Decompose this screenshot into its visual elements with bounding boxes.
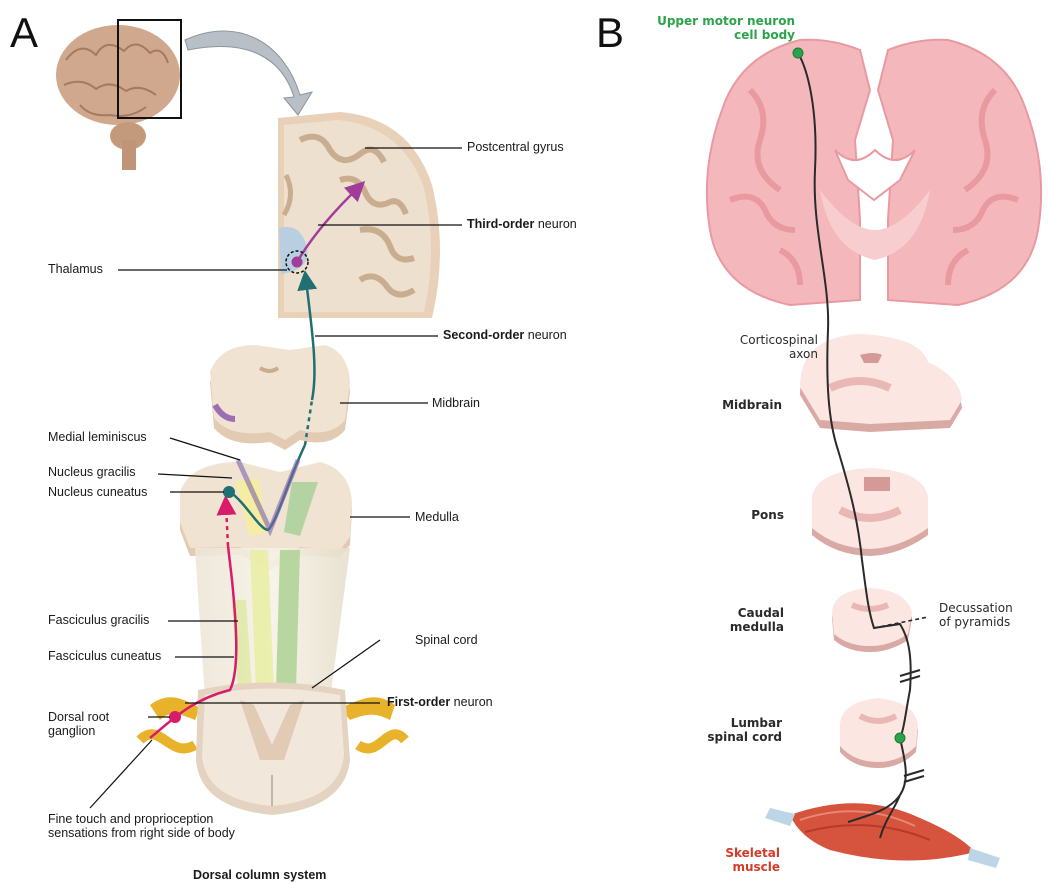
label-decussation-line1: Decussation (939, 601, 1013, 615)
thalamus-dot (292, 257, 303, 268)
panel-b-letter: B (596, 12, 624, 54)
label-medial-lemniscus: Medial leminiscus (48, 430, 147, 444)
label-nucleus-gracilis: Nucleus gracilis (48, 465, 136, 479)
label-dorsal-root-line1: Dorsal root (48, 710, 109, 724)
label-second-order-neuron: Second-order neuron (443, 328, 567, 342)
label-corticospinal-line1: Corticospinal (740, 333, 818, 347)
nucleus-cuneatus-dot (223, 486, 235, 498)
label-third-order-bold: Third-order (467, 217, 534, 231)
pons-section-b (812, 468, 928, 556)
label-pons: Pons (751, 508, 784, 522)
label-skeletal-line2: muscle (732, 860, 780, 874)
label-lumbar-line1: Lumbar (731, 716, 782, 730)
label-caudal-line2: medulla (730, 620, 784, 634)
spinal-cord-section (140, 683, 405, 816)
label-skeletal-line1: Skeletal (725, 846, 780, 860)
label-third-order-neuron: Third-order neuron (467, 217, 577, 231)
lower-motor-neuron-dot (895, 733, 905, 743)
label-lumbar-line2: spinal cord (707, 730, 782, 744)
label-postcentral-gyrus: Postcentral gyrus (467, 140, 564, 154)
panel-a-letter: A (10, 12, 38, 54)
cortex-section (278, 112, 440, 318)
label-second-order-bold: Second-order (443, 328, 524, 342)
label-medulla: Medulla (415, 510, 459, 524)
label-fasciculus-cuneatus: Fasciculus cuneatus (48, 649, 161, 663)
midbrain-section-b (800, 334, 962, 432)
label-corticospinal-line2: axon (789, 347, 818, 361)
label-caudal-line1: Caudal (738, 606, 784, 620)
label-fine-touch-line2: sensations from right side of body (48, 826, 235, 840)
label-midbrain-a: Midbrain (432, 396, 480, 410)
label-dorsal-root-line2: ganglion (48, 724, 95, 738)
label-spinal-cord: Spinal cord (415, 633, 478, 647)
label-first-order-bold: First-order (387, 695, 450, 709)
midbrain-slab (210, 345, 350, 450)
upper-motor-neuron-dot (793, 48, 803, 58)
label-third-order-rest: neuron (534, 217, 576, 231)
label-midbrain-b: Midbrain (722, 398, 782, 412)
label-decussation-line2: of pyramids (939, 615, 1010, 629)
coronal-brain (707, 40, 1041, 305)
label-first-order-neuron: First-order neuron (387, 695, 493, 709)
label-umn-line1: Upper motor neuron (657, 14, 795, 28)
skeletal-muscle (765, 803, 1000, 868)
dorsal-root-ganglion-dot (169, 711, 181, 723)
label-fine-touch-line1: Fine touch and proprioception (48, 812, 213, 826)
label-first-order-rest: neuron (450, 695, 492, 709)
label-fasciculus-gracilis: Fasciculus gracilis (48, 613, 149, 627)
label-second-order-rest: neuron (524, 328, 566, 342)
label-nucleus-cuneatus: Nucleus cuneatus (48, 485, 147, 499)
zoom-arrow (185, 31, 312, 115)
label-thalamus: Thalamus (48, 262, 103, 276)
caption-dorsal-column-system: Dorsal column system (193, 868, 326, 882)
label-umn-line2: cell body (734, 28, 795, 42)
